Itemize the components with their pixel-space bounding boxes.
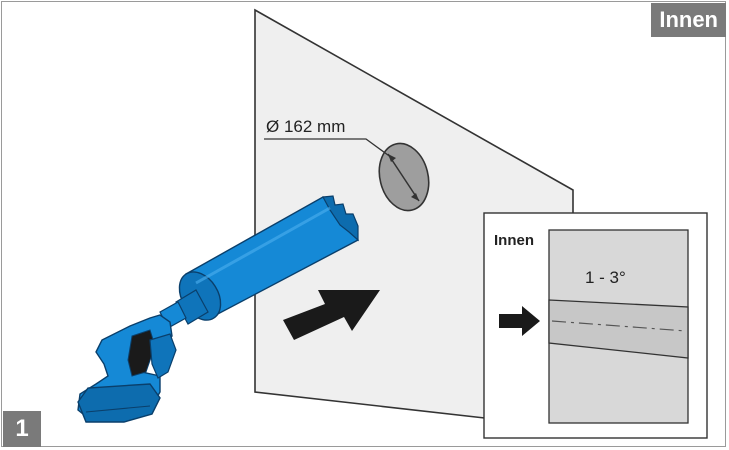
inset-side-label: Innen bbox=[494, 232, 534, 249]
angle-label: 1 - 3° bbox=[585, 268, 626, 287]
side-label-tag: Innen bbox=[651, 3, 726, 37]
arrow-right-icon bbox=[499, 306, 540, 336]
diameter-leader-line bbox=[264, 138, 393, 159]
inset-centre-line bbox=[551, 320, 687, 332]
step-number-tag: 1 bbox=[3, 411, 41, 447]
inset-bore-channel bbox=[548, 299, 689, 359]
inset-detail-panel bbox=[483, 212, 708, 439]
core-drill-icon bbox=[77, 195, 360, 423]
battery-pack bbox=[77, 383, 161, 423]
arrow-right-icon bbox=[283, 290, 380, 340]
diameter-label: Ø 162 mm bbox=[266, 117, 346, 136]
diameter-dimension-line bbox=[387, 153, 420, 202]
